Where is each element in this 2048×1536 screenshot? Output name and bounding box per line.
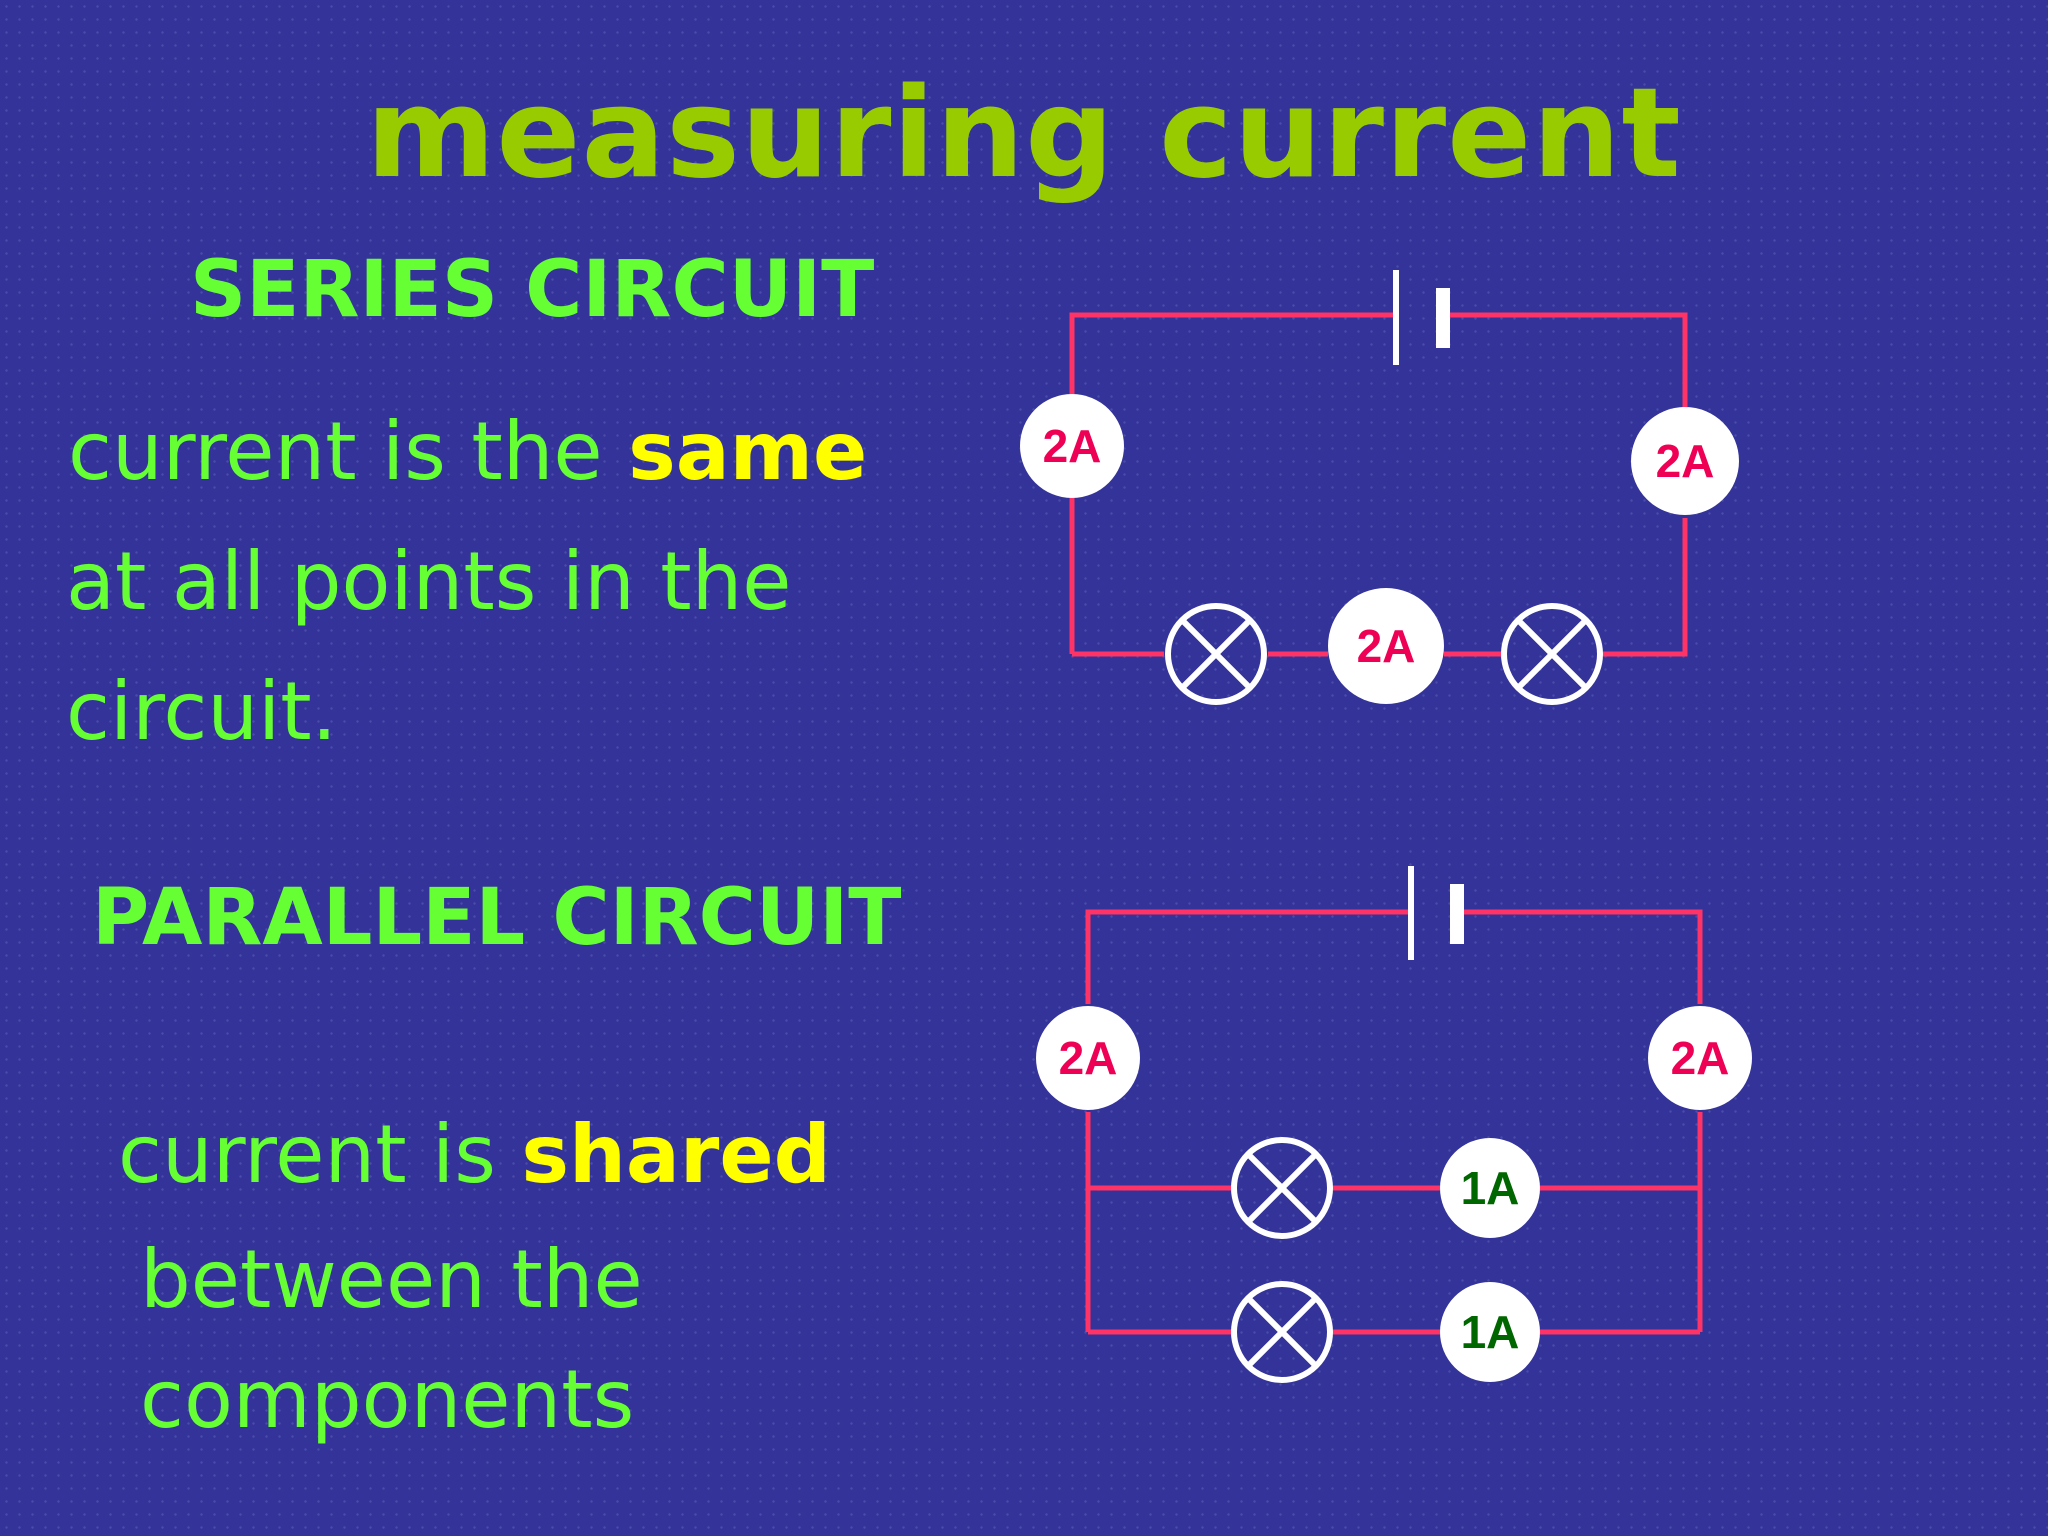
parallel-ammeter-2-reading: 2A [1671,1032,1730,1084]
parallel-wires [1085,909,1703,1335]
series-battery-icon [1393,270,1450,365]
series-line-1: current is the same [68,405,867,498]
battery-positive-plate [1408,866,1414,960]
series-line-2: at all points in the [66,535,792,628]
series-ammeter-1-reading: 2A [1043,420,1102,472]
parallel-ammeter-3: 1A [1440,1138,1540,1238]
parallel-line-1-text: current is [118,1108,522,1201]
parallel-ammeter-2: 2A [1648,1006,1752,1110]
parallel-line-3: components [140,1353,635,1446]
page-title: measuring current [366,62,1682,206]
parallel-ammeter-4: 1A [1440,1282,1540,1382]
battery-negative-plate [1436,288,1450,348]
series-ammeter-1: 2A [1020,394,1124,498]
parallel-ammeter-4-reading: 1A [1461,1306,1520,1358]
parallel-line-1: current is shared [118,1108,831,1201]
parallel-ammeter-1-reading: 2A [1059,1032,1118,1084]
series-wire-top-left [1069,312,1395,396]
parallel-ammeter-1: 2A [1036,1006,1140,1110]
series-ammeter-3-reading: 2A [1357,620,1416,672]
series-wire-top-right [1445,312,1688,408]
parallel-wire-top-right [1460,909,1703,1004]
parallel-lamp-1-icon [1231,1137,1333,1239]
parallel-heading: PARALLEL CIRCUIT [92,873,902,963]
series-circuit: 2A 2A 2A [1020,270,1739,705]
series-heading: SERIES CIRCUIT [190,245,875,335]
parallel-lamp-2-icon [1231,1281,1333,1383]
parallel-ammeter-3-reading: 1A [1461,1162,1520,1214]
series-ammeter-2: 2A [1631,407,1739,515]
series-ammeter-3: 2A [1328,588,1444,704]
series-lamp-2-icon [1501,603,1603,705]
parallel-battery-icon [1408,866,1464,960]
parallel-circuit: 2A 2A 1A 1A [1036,866,1752,1383]
series-line-1-text: current is the [68,405,629,498]
series-line-3: circuit. [66,665,338,758]
series-wire-right [1600,518,1688,657]
series-highlight-word: same [628,405,868,498]
series-ammeter-2-reading: 2A [1656,435,1715,487]
parallel-wire-top-left [1085,909,1408,1004]
parallel-highlight-word: shared [521,1108,831,1201]
battery-negative-plate [1450,884,1464,944]
series-lamp-1-icon [1165,603,1267,705]
parallel-line-2: between the [140,1233,643,1326]
series-wires [1069,312,1688,657]
battery-positive-plate [1393,270,1399,365]
